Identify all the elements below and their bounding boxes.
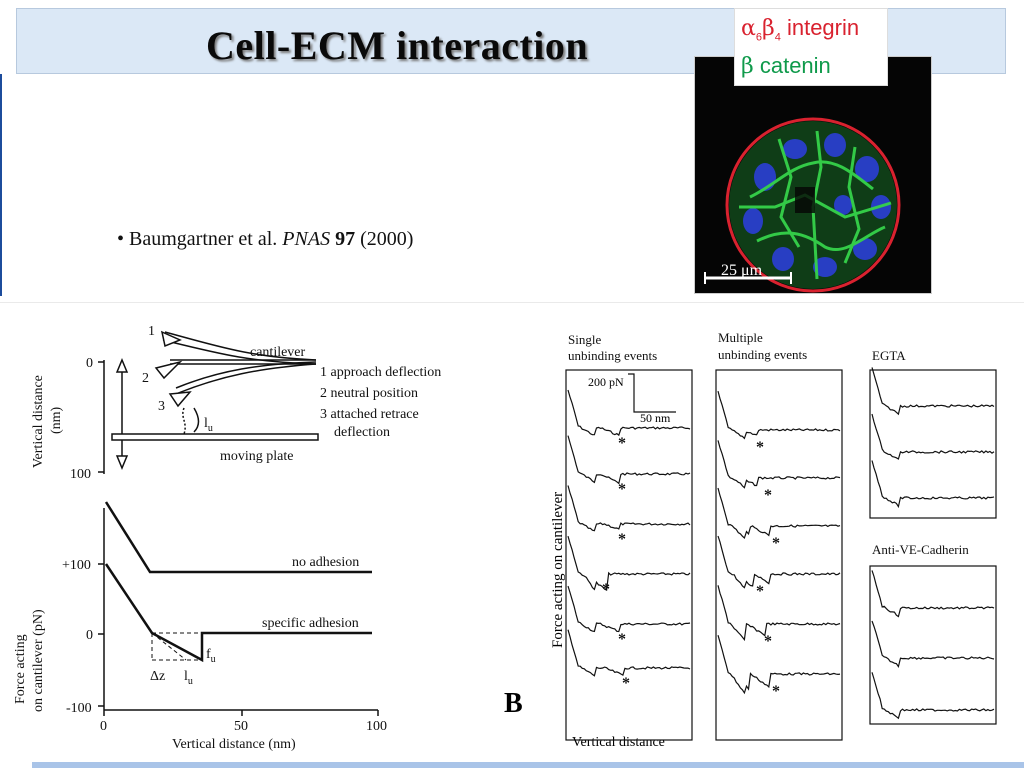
force-x-tick-0: 0 — [100, 719, 107, 734]
legend-integrin: α6β4 integrin — [741, 15, 860, 44]
traces-y-label: Force acting on cantilever — [550, 492, 566, 648]
citation-journal: PNAS — [282, 228, 331, 250]
force-y-label-2: on cantilever (pN) — [31, 609, 46, 712]
force-x-tick-50: 50 — [234, 719, 248, 734]
force-y-tick-minus100: -100 — [66, 701, 92, 716]
position-2: 2 — [142, 371, 149, 386]
force-trace — [871, 672, 995, 720]
single-title-2: unbinding events — [568, 348, 657, 363]
stain-legend: α6β4 integrin β catenin — [734, 8, 888, 86]
specific-adhesion-curve — [104, 563, 372, 663]
left-accent-rule — [0, 74, 2, 296]
figure-divider — [0, 302, 1024, 303]
force-x-label: Vertical distance (nm) — [172, 737, 296, 752]
unbinding-event-marker: * — [772, 535, 780, 552]
force-y-tick-plus100: +100 — [62, 558, 91, 573]
force-trace — [871, 413, 995, 460]
legend-item-3b: deflection — [334, 425, 390, 440]
schematic-y-tick-0: 0 — [86, 356, 93, 371]
traces-x-label: Vertical distance — [572, 735, 665, 750]
slide-title: Cell-ECM interaction — [206, 23, 589, 68]
moving-plate-label: moving plate — [220, 449, 294, 464]
egta-box — [869, 369, 997, 519]
footer-bar — [32, 762, 1024, 768]
panel-letter: B — [504, 688, 523, 719]
schematic-y-label-1: Vertical distance — [31, 375, 46, 468]
force-trace — [717, 635, 841, 695]
position-1: 1 — [148, 324, 155, 339]
force-trace — [567, 389, 691, 437]
force-trace — [871, 367, 995, 416]
force-trace — [871, 620, 995, 669]
unbinding-event-marker: * — [618, 631, 626, 648]
citation-authors: Baumgartner et al. — [129, 228, 278, 250]
force-lu-label: lu — [184, 669, 193, 687]
fluorescence-micrograph: 25 μm — [694, 56, 932, 294]
unbinding-event-marker: * — [756, 583, 764, 600]
scale-force: 200 pN — [588, 375, 624, 389]
citation-year: (2000) — [360, 228, 414, 250]
unbinding-event-marker: * — [622, 675, 630, 692]
multiple-title-1: Multiple — [718, 330, 763, 345]
unbinding-event-marker: * — [764, 487, 772, 504]
force-trace — [717, 535, 841, 589]
egta-title: EGTA — [872, 348, 906, 363]
force-trace — [717, 585, 841, 642]
no-adhesion-curve — [104, 501, 372, 574]
force-trace — [567, 485, 691, 532]
force-y-label-1: Force acting — [13, 634, 28, 704]
legend-item-1: 1 approach deflection — [320, 365, 441, 380]
cantilever-schematic — [98, 330, 319, 474]
force-distance-plot: Force acting on cantilever (pN) +100 0 -… — [13, 501, 387, 752]
force-trace — [871, 570, 995, 618]
legend-catenin: β catenin — [741, 53, 831, 79]
unbinding-traces-panel: B Force acting on cantilever Vertical di… — [504, 330, 997, 750]
unbinding-event-marker: * — [764, 633, 772, 650]
citation-volume: 97 — [335, 228, 356, 250]
single-title-1: Single — [568, 332, 601, 347]
cantilever-label: cantilever — [250, 345, 306, 360]
force-trace — [567, 535, 691, 592]
citation: • Baumgartner et al. PNAS 97 (2000) — [117, 228, 413, 251]
micro-scale-label: 25 μm — [721, 262, 763, 279]
position-3: 3 — [158, 399, 165, 414]
fu-label: fu — [206, 647, 216, 665]
force-y-tick-0: 0 — [86, 628, 93, 643]
force-trace — [567, 585, 691, 633]
bullet: • — [117, 228, 125, 250]
unbinding-event-marker: * — [756, 439, 764, 456]
force-trace — [567, 629, 691, 677]
lu-label: lu — [204, 416, 213, 434]
specific-adhesion-label: specific adhesion — [262, 616, 359, 631]
legend-item-3: 3 attached retrace — [320, 407, 419, 422]
force-trace — [567, 435, 691, 485]
scale-distance: 50 nm — [640, 411, 671, 425]
unbinding-event-marker: * — [618, 435, 626, 452]
schematic-y-label-2: (nm) — [49, 406, 64, 434]
dz-label: Δz — [150, 669, 165, 684]
unbinding-event-marker: * — [772, 683, 780, 700]
no-adhesion-label: no adhesion — [292, 555, 359, 570]
multiple-events-box — [715, 369, 843, 741]
force-trace — [717, 487, 841, 540]
force-trace — [871, 460, 995, 509]
schematic-y-tick-100: 100 — [70, 467, 91, 482]
force-trace — [717, 440, 841, 489]
afm-figure: Vertical distance (nm) 0 100 cantilever … — [13, 324, 997, 752]
anti-cadherin-title: Anti-VE-Cadherin — [872, 542, 969, 557]
unbinding-event-marker: * — [618, 531, 626, 548]
micrograph-image: 25 μm — [695, 57, 931, 293]
multiple-title-2: unbinding events — [718, 347, 807, 362]
unbinding-event-marker: * — [618, 481, 626, 498]
legend-item-2: 2 neutral position — [320, 386, 418, 401]
unbinding-event-marker: * — [602, 581, 610, 598]
anti-cadherin-box — [869, 565, 997, 725]
force-trace — [717, 390, 841, 440]
force-x-tick-100: 100 — [366, 719, 387, 734]
single-events-box — [565, 369, 693, 741]
